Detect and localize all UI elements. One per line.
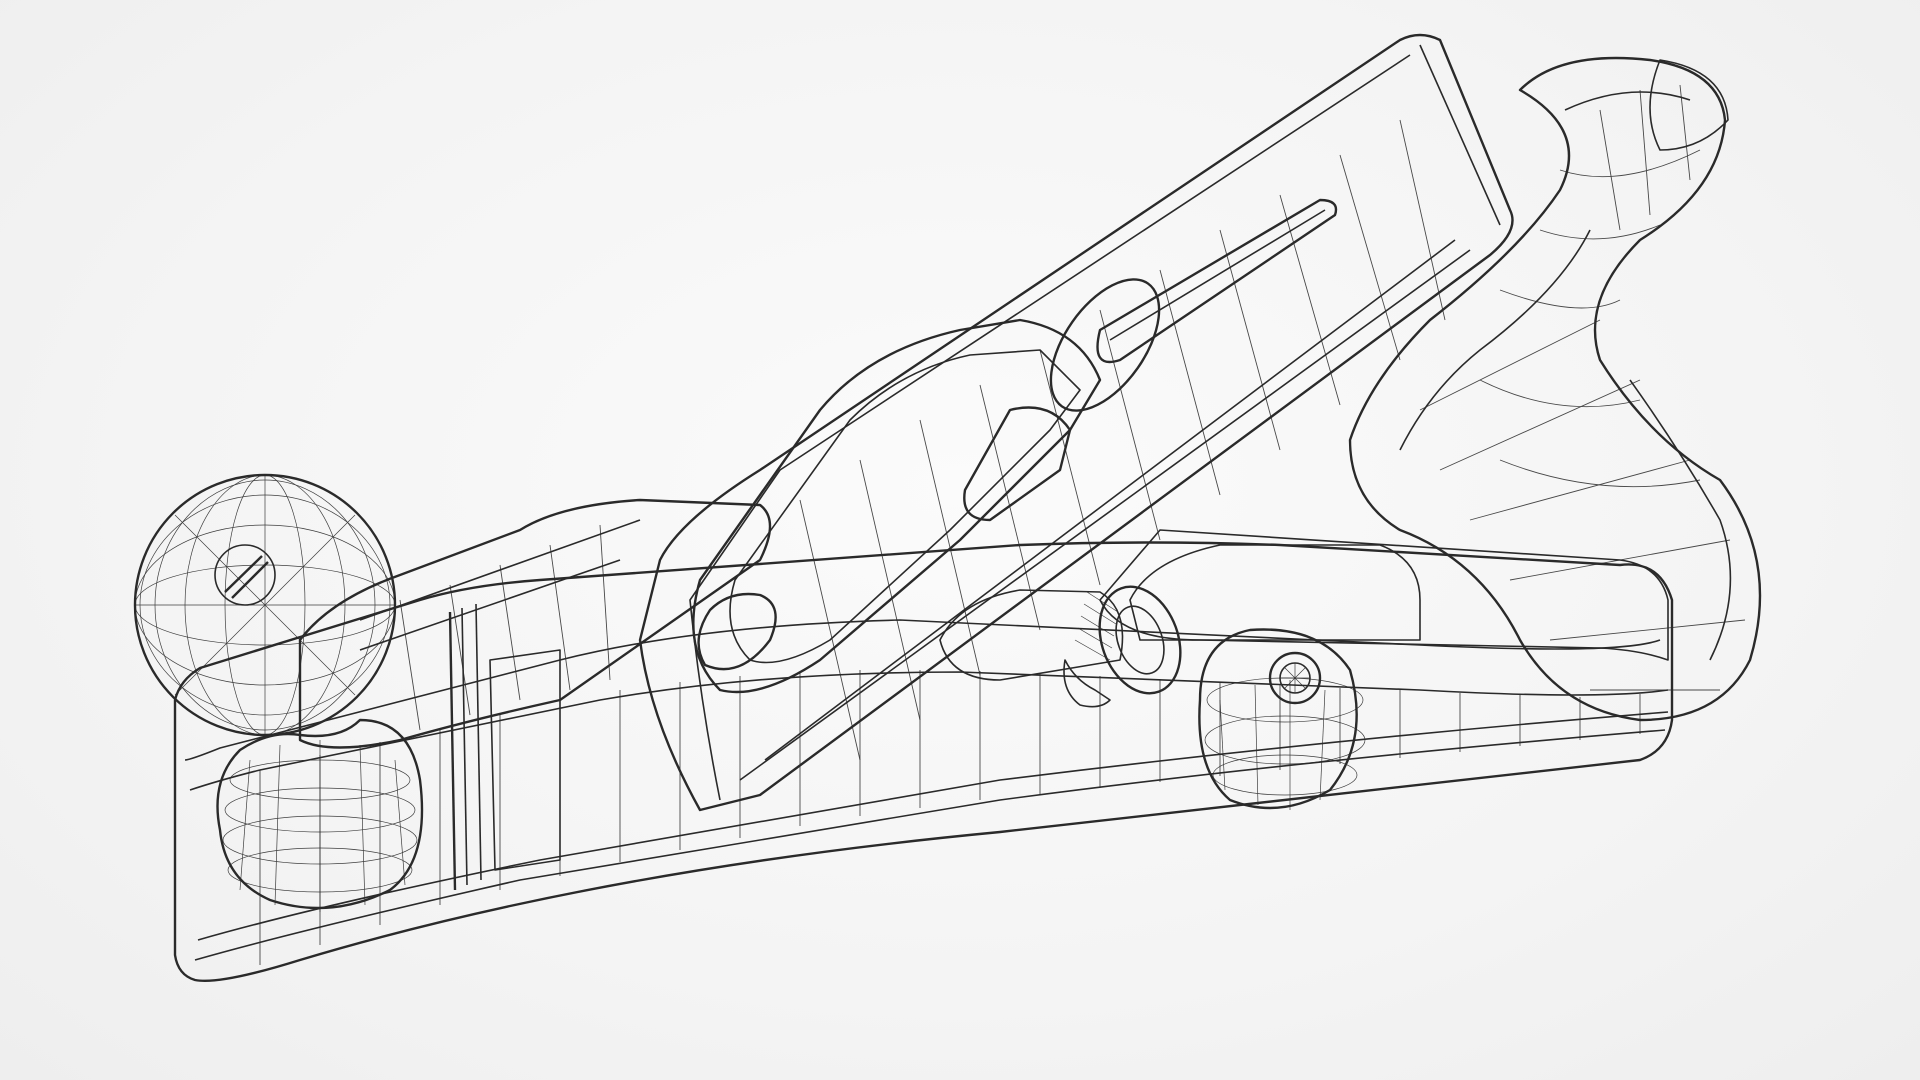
plane-sole <box>173 529 1674 983</box>
front-knob <box>133 473 424 912</box>
toe-seams <box>448 603 561 891</box>
blade-wire-grid <box>799 119 1446 761</box>
depth-adjuster <box>1063 585 1182 708</box>
blade-assembly <box>638 33 1514 812</box>
tote-wire-grid <box>1419 84 1746 691</box>
sole-wire-grid <box>259 670 1641 965</box>
rear-screw-post <box>1198 628 1366 810</box>
rear-tote-handle <box>1348 56 1762 722</box>
